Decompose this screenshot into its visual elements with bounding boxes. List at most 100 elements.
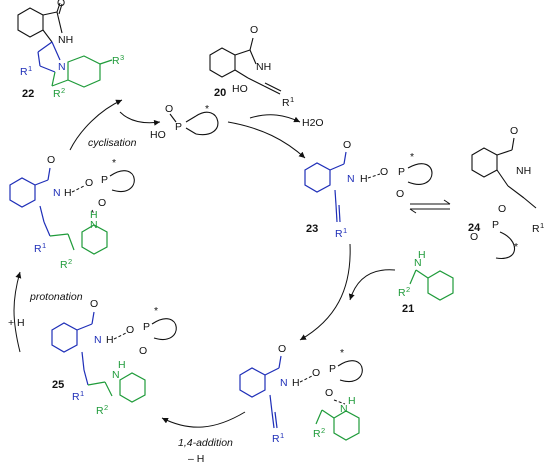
indole-ring [67, 55, 101, 88]
benzene-ring [51, 322, 78, 353]
compound-22: O NH N R 1 R 3 R 2 22 [17, 0, 124, 100]
carbonyl-oxygen: O [343, 139, 351, 151]
o-minus-label: O [325, 387, 333, 399]
plus-h-label: + H [8, 317, 25, 329]
benzene-ring [471, 147, 498, 178]
r1-sup: 1 [28, 64, 32, 73]
indole-benzene [81, 224, 108, 255]
r2-sup: 2 [61, 86, 65, 95]
addition-label: 1,4-addition [178, 437, 233, 449]
benzene-ring [239, 367, 266, 398]
compound-21: N H R 2 21 [398, 249, 454, 315]
carbonyl-oxygen: O [250, 24, 258, 36]
n-label: N [58, 61, 66, 73]
n-label: N [347, 173, 355, 185]
h-label: H [64, 187, 72, 199]
arrow-to-25 [161, 411, 246, 428]
r1-label: R [34, 243, 42, 255]
carbonyl-oxygen: O [47, 154, 55, 166]
phosphoric-acid-catalyst: O P HO * [150, 103, 219, 141]
chirality-star: * [154, 305, 158, 317]
indole-n: N [340, 403, 348, 415]
indole-h: H [348, 395, 356, 407]
chirality-star: * [112, 157, 116, 169]
arrow-water-loss [249, 114, 301, 123]
compound-23-label: 23 [306, 223, 318, 235]
cyclisation-label: cyclisation [88, 137, 137, 149]
h-label: H [292, 377, 300, 389]
r1-label: R [20, 66, 28, 78]
cycle-arrows [13, 99, 396, 428]
n-label: N [53, 187, 61, 199]
compound-25-label: 25 [52, 379, 64, 391]
n-label: N [280, 377, 288, 389]
o-minus-label: O [396, 188, 404, 200]
indole-n: N [90, 219, 98, 231]
indole-benzene [333, 410, 360, 441]
ternary-complex: O N H O P * O R 1 N H R 2 [239, 343, 363, 445]
arrow-catalyst-release [119, 111, 161, 126]
compound-20: O NH HO R 1 20 [209, 24, 294, 109]
benzene-ring [304, 162, 331, 193]
compound-22-label: 22 [22, 88, 34, 100]
r1-label: R [272, 433, 280, 445]
r1-label: R [282, 97, 290, 109]
carbonyl-oxygen: O [510, 125, 518, 137]
carbonyl-oxygen: O [57, 0, 65, 9]
phosphorus-label: P [143, 321, 150, 333]
benzene-ring [17, 7, 44, 38]
indole-benzene [427, 270, 454, 301]
chirality-star: * [514, 241, 518, 253]
r1-label: R [532, 223, 540, 235]
r2-sup: 2 [68, 257, 72, 266]
r1-label: R [72, 391, 80, 403]
o-label: O [312, 367, 320, 379]
phosphorus-label: P [492, 219, 499, 231]
phosphorus-label: P [398, 166, 405, 178]
r3-label: R [112, 55, 120, 67]
compound-24: O NH O R 1 P O * 24 [468, 125, 544, 259]
phosphorus-label: P [175, 121, 182, 133]
r2-label: R [96, 405, 104, 417]
hydroxyl-label: HO [232, 83, 248, 95]
water-label: H2O [302, 117, 324, 129]
indole-benzene [119, 372, 146, 403]
nh-label: NH [516, 165, 531, 177]
r2-sup: 2 [104, 403, 108, 412]
arrow-indole-in [348, 269, 396, 301]
o-minus-label: O [139, 345, 147, 357]
ho-label: HO [150, 129, 166, 141]
r2-label: R [398, 287, 406, 299]
chirality-star: * [340, 347, 344, 359]
indole-n: N [112, 369, 120, 381]
chirality-star: * [205, 103, 209, 115]
compound-23: O N H O P * O R 1 23 [304, 139, 433, 240]
r2-sup: 2 [321, 426, 325, 435]
r2-label: R [53, 88, 61, 100]
carbonyl-oxygen: O [90, 298, 98, 310]
r2-label: R [313, 428, 321, 440]
r1-sup: 1 [343, 226, 347, 235]
r1-sup: 1 [80, 389, 84, 398]
carbonyl-oxygen: O [278, 343, 286, 355]
r2-label: R [60, 259, 68, 271]
phosphorus-label: P [101, 174, 108, 186]
benzene-ring [9, 177, 36, 208]
arrow-to-23 [227, 121, 306, 159]
n-label: N [94, 334, 102, 346]
arrow-to-22 [69, 99, 123, 151]
chirality-star: * [410, 151, 414, 163]
o-label: O [126, 324, 134, 336]
r3-sup: 3 [120, 53, 124, 62]
r1-sup: 1 [290, 95, 294, 104]
nh-label: NH [58, 34, 73, 46]
equilibrium-arrows [409, 199, 451, 214]
p-oxygen: O [165, 103, 173, 115]
compound-25: O N H O P * O R 1 N H R 2 25 [51, 298, 177, 417]
compound-24-label: 24 [468, 222, 481, 234]
o-minus-label: O [98, 197, 106, 209]
p-oxygen: O [470, 231, 478, 243]
r1-label: R [335, 228, 343, 240]
arrow-to-complex [299, 243, 351, 341]
